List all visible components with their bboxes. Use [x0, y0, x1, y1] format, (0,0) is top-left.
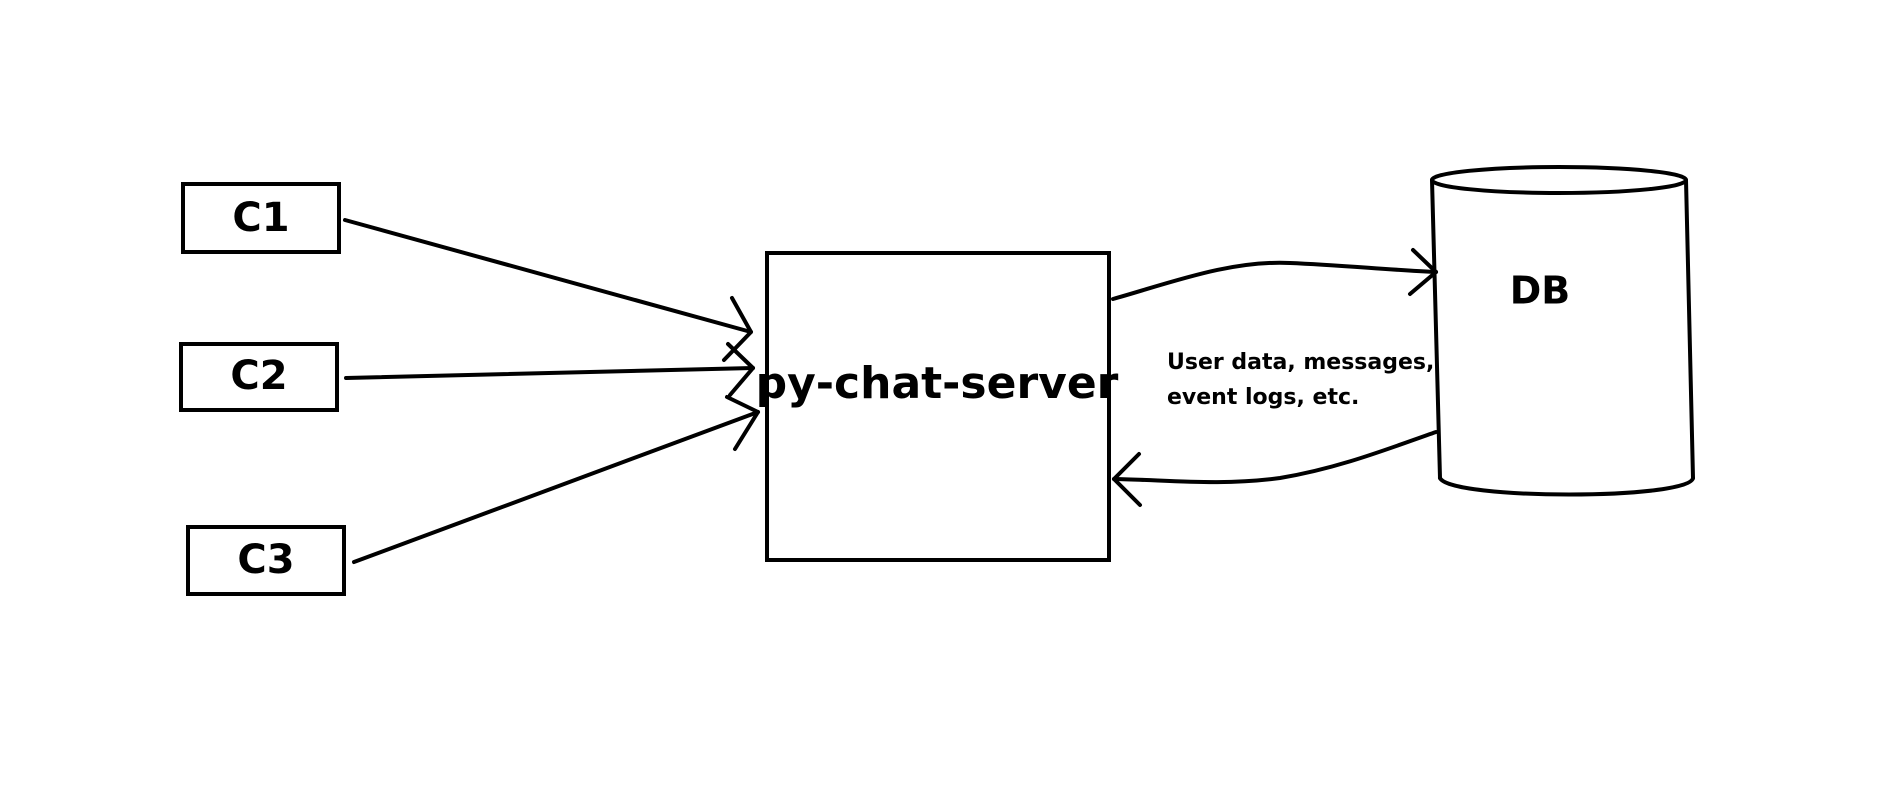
- client-label-c3: C3: [237, 537, 294, 583]
- data-annotation: User data, messages, event logs, etc.: [1167, 350, 1434, 410]
- edge-db-to-server: [1112, 430, 1438, 507]
- edge-server-to-db: [1111, 248, 1438, 301]
- client-node-c2: C2: [179, 342, 339, 412]
- edge-line: [1111, 260, 1438, 301]
- server-label: py-chat-server: [756, 358, 1119, 409]
- client-box-c1: [181, 182, 341, 254]
- edge-line: [352, 410, 760, 564]
- database-cylinder-body: [1430, 178, 1695, 480]
- arrowhead-icon: [1408, 248, 1438, 296]
- client-label-c1: C1: [232, 195, 289, 241]
- edge-c1-to-server: [343, 218, 753, 362]
- annotation-line-2: event logs, etc.: [1167, 385, 1359, 410]
- server-box: [765, 251, 1111, 562]
- edge-line: [343, 218, 753, 334]
- database-cylinder-bottom: [1438, 476, 1695, 497]
- client-label-c2: C2: [230, 353, 287, 399]
- server-node: py-chat-server: [756, 251, 1119, 562]
- arrowhead-icon: [726, 342, 755, 397]
- client-box-c3: [186, 525, 346, 596]
- edge-c3-to-server: [352, 395, 760, 564]
- client-node-c3: C3: [186, 525, 346, 596]
- edge-line: [344, 366, 755, 380]
- database-label: DB: [1510, 269, 1571, 313]
- database-cylinder-top: [1430, 165, 1688, 195]
- edge-line: [1112, 430, 1438, 485]
- edge-c2-to-server: [344, 342, 755, 397]
- arrowhead-icon: [1112, 452, 1142, 507]
- client-node-c1: C1: [181, 182, 341, 254]
- database-node: DB: [1430, 165, 1695, 497]
- client-box-c2: [179, 342, 339, 412]
- annotation-line-1: User data, messages,: [1167, 350, 1434, 375]
- arrowhead-icon: [725, 395, 760, 451]
